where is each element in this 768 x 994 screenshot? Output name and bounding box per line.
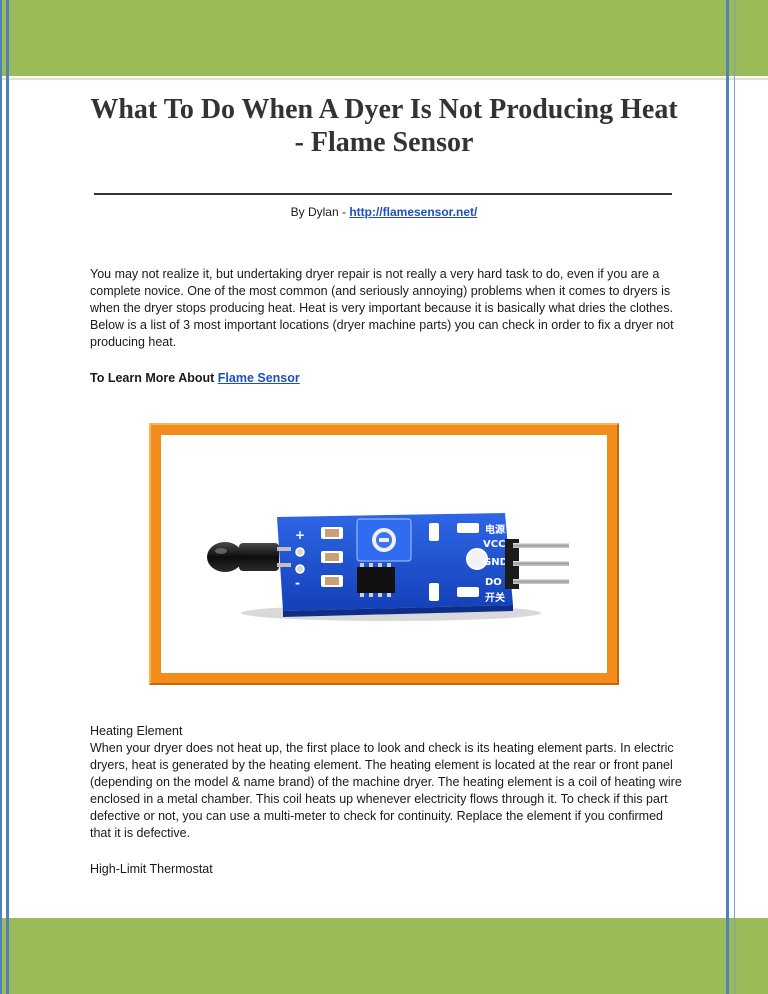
minus-label: -: [295, 576, 300, 590]
byline-link[interactable]: http://flamesensor.net/: [349, 205, 478, 219]
right-border-line: [726, 0, 729, 994]
byline: By Dylan - http://flamesensor.net/: [0, 205, 768, 219]
header-divider: [0, 78, 768, 80]
potentiometer: [356, 518, 412, 562]
vcc-label: VCC: [483, 539, 505, 550]
power-label: 电源: [485, 523, 505, 536]
ir-sensor-bulb: [207, 542, 291, 572]
byline-author: By Dylan -: [290, 205, 350, 219]
flame-sensor-link[interactable]: Flame Sensor: [217, 371, 300, 385]
product-image-frame: + -: [149, 423, 619, 685]
plus-label: +: [295, 528, 305, 542]
learn-more-prefix: To Learn More About: [90, 371, 218, 385]
heading-element-title: Heating Element: [90, 724, 183, 738]
switch-label: 开关: [485, 591, 505, 604]
header-pins: [505, 539, 569, 589]
title-underline: [94, 193, 672, 195]
comparator-chip: [357, 563, 395, 597]
intro-paragraph: You may not realize it, but undertaking …: [90, 267, 674, 349]
left-border-line: [0, 0, 2, 994]
learn-more-line: To Learn More About Flame Sensor: [90, 371, 300, 385]
right-border-line-outer: [734, 0, 735, 994]
mounting-hole: [466, 548, 488, 570]
flame-sensor-module-illustration: + -: [207, 513, 569, 621]
left-border-line-inner: [6, 0, 9, 994]
thermostat-title: High-Limit Thermostat: [90, 862, 213, 876]
gnd-label: GND: [483, 557, 508, 568]
footer-band: [0, 918, 768, 994]
do-label: DO: [485, 577, 502, 588]
product-image: + -: [161, 435, 607, 673]
header-band: [0, 0, 768, 76]
heating-element-paragraph: When your dryer does not heat up, the fi…: [90, 741, 682, 840]
page-title: What To Do When A Dyer Is Not Producing …: [90, 94, 678, 158]
